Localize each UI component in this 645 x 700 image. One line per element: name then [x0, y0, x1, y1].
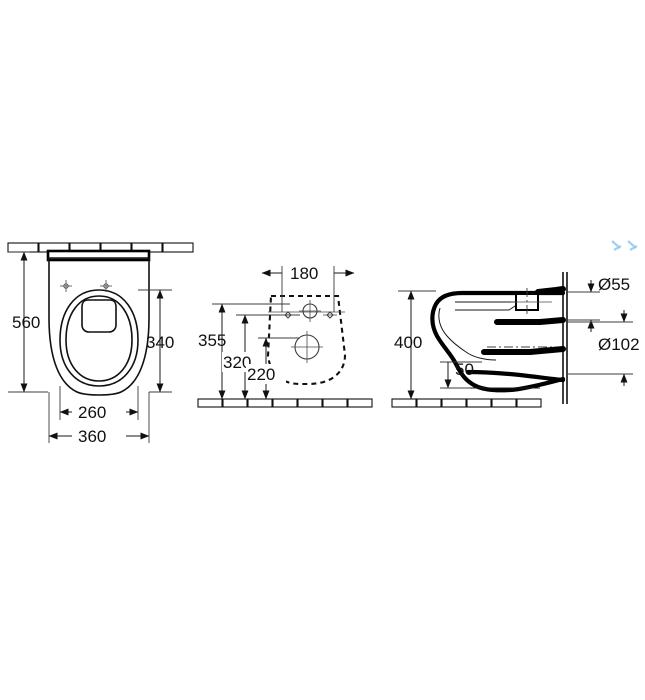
dim-320-label: 320 [223, 353, 251, 372]
side-outlet-upper-lip [494, 317, 566, 325]
side-floor-band [391, 398, 542, 408]
side-bowl-inner [438, 307, 497, 361]
dim-d102: Ø102 [567, 310, 645, 386]
plan-rim-inner [65, 295, 133, 382]
side-flush-inlet [511, 288, 552, 316]
dim-360-label: 360 [78, 427, 106, 446]
side-outlet-sweep [465, 369, 566, 383]
bolt-hole-right-icon [100, 280, 112, 292]
plan-wall-band [7, 242, 194, 262]
dim-260-label: 260 [78, 403, 106, 422]
side-body-outline [430, 290, 566, 393]
dim-560: 560 [8, 251, 48, 393]
dim-d102-label: Ø102 [598, 335, 640, 354]
rear-floor-band [197, 398, 373, 408]
dim-400-label: 400 [394, 333, 422, 352]
bolt-hole-left-icon [60, 280, 72, 292]
dim-220-label: 220 [247, 365, 275, 384]
dim-d55-label: Ø55 [598, 275, 630, 294]
side-shoulder-line [455, 305, 516, 311]
dim-d55: Ø55 [567, 275, 630, 332]
dim-340-label: 340 [146, 333, 174, 352]
dim-340: 340 [138, 289, 174, 393]
dim-360: 360 [48, 392, 150, 446]
side-view: 400 50 Ø55 Ø102 [391, 272, 645, 408]
plan-flush-area [81, 299, 117, 333]
dim-260: 260 [59, 386, 139, 422]
dim-400: 400 [394, 290, 436, 400]
side-outlet-lower-lip [481, 346, 566, 355]
dim-50: 50 [440, 360, 482, 389]
rear-view: 180 355 320 220 [197, 264, 373, 408]
fixing-point-right-icon [323, 311, 337, 319]
dim-560-label: 560 [12, 313, 40, 332]
outlet-target-lower-icon [291, 331, 323, 363]
outlet-target-upper-icon [299, 300, 321, 322]
watermark-artifact [611, 240, 638, 251]
dim-50-label: 50 [455, 360, 474, 379]
dim-180-label: 180 [290, 264, 318, 283]
plan-view: 560 340 260 360 [7, 242, 194, 446]
side-inlet-lip [535, 286, 566, 295]
dim-355: 355 [198, 303, 290, 400]
plan-wall-face [46, 249, 151, 262]
dim-355-label: 355 [198, 331, 226, 350]
dim-220: 220 [246, 337, 300, 400]
plan-outer-body [48, 257, 150, 396]
plan-rim-outer [59, 289, 139, 387]
dim-180: 180 [261, 264, 355, 312]
